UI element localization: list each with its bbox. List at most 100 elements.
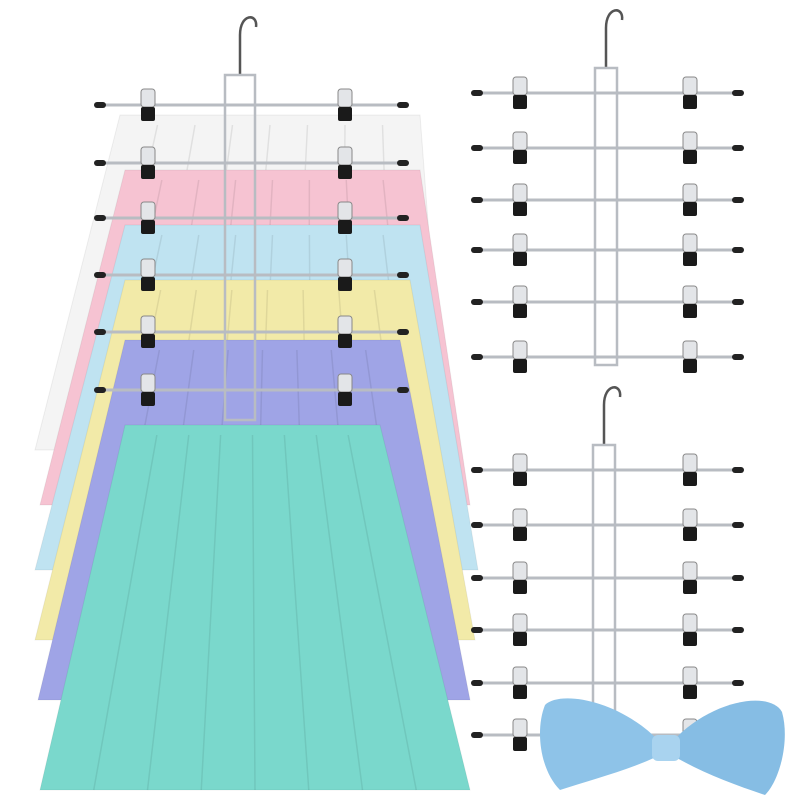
skirt-pleat (200, 434, 222, 791)
clip (140, 88, 156, 108)
bar-end-cap (94, 102, 106, 108)
clip (512, 76, 528, 96)
bar-end-cap (94, 329, 106, 335)
clip-grip (513, 202, 527, 216)
skirt-pleat (315, 434, 364, 791)
skirt-pleat (251, 434, 256, 791)
blue-hair-bow (540, 698, 785, 795)
clip-grip (683, 202, 697, 216)
clip-grip (513, 527, 527, 541)
bar-end-cap (732, 145, 744, 151)
clip (140, 315, 156, 335)
bar-end-cap (471, 354, 483, 360)
clip-grip (683, 527, 697, 541)
bar-end-cap (471, 145, 483, 151)
clip-grip (141, 334, 155, 348)
top-right-hanger (471, 9, 744, 373)
hook (238, 16, 258, 75)
bar-end-cap (732, 354, 744, 360)
bar-end-cap (732, 90, 744, 96)
clip (682, 561, 698, 581)
clip (512, 453, 528, 473)
skirt-pleat (283, 434, 310, 791)
clip (682, 233, 698, 253)
clip (140, 201, 156, 221)
skirt-pleat (347, 434, 417, 791)
clip (682, 453, 698, 473)
bar-end-cap (471, 627, 483, 633)
clip (337, 258, 353, 278)
clip-grip (683, 95, 697, 109)
bar-end-cap (471, 197, 483, 203)
hook (604, 9, 624, 68)
clip-grip (513, 685, 527, 699)
clip-grip (683, 150, 697, 164)
clip (140, 146, 156, 166)
clip-grip (683, 685, 697, 699)
clip-grip (513, 359, 527, 373)
clip (512, 508, 528, 528)
skirt-pleat (93, 434, 158, 791)
bar-end-cap (732, 575, 744, 581)
bar-end-cap (732, 680, 744, 686)
hanger-frame (593, 66, 619, 367)
clip (512, 613, 528, 633)
clip (337, 88, 353, 108)
hangers (94, 9, 744, 751)
bar-end-cap (397, 387, 409, 393)
clip-grip (513, 580, 527, 594)
clip (512, 561, 528, 581)
hook (602, 386, 622, 445)
clip-grip (683, 632, 697, 646)
clip-grip (513, 472, 527, 486)
bar-end-cap (732, 627, 744, 633)
clip-grip (683, 359, 697, 373)
clip-grip (513, 304, 527, 318)
bar-end-cap (397, 160, 409, 166)
bar-end-cap (471, 575, 483, 581)
clip-grip (338, 334, 352, 348)
clip (512, 183, 528, 203)
clip-grip (683, 304, 697, 318)
bar-end-cap (471, 680, 483, 686)
bar-end-cap (471, 299, 483, 305)
bar-end-cap (397, 215, 409, 221)
clip-grip (513, 95, 527, 109)
clip-grip (141, 392, 155, 406)
clip-grip (338, 107, 352, 121)
bar-end-cap (732, 299, 744, 305)
bar-end-cap (471, 732, 483, 738)
clip (140, 258, 156, 278)
clip (512, 233, 528, 253)
clip-grip (141, 220, 155, 234)
clip-grip (338, 165, 352, 179)
clip (682, 613, 698, 633)
bar-end-cap (397, 272, 409, 278)
clip (337, 201, 353, 221)
bar-end-cap (471, 467, 483, 473)
clip (140, 373, 156, 393)
bar-end-cap (471, 247, 483, 253)
bar-end-cap (471, 522, 483, 528)
clip (337, 373, 353, 393)
clip (682, 340, 698, 360)
clip (512, 131, 528, 151)
hanger-frame (223, 73, 257, 422)
clip-grip (141, 165, 155, 179)
bar-end-cap (94, 215, 106, 221)
clip-grip (513, 632, 527, 646)
bar-end-cap (397, 102, 409, 108)
clip-grip (683, 252, 697, 266)
clip-grip (683, 580, 697, 594)
clip (512, 718, 528, 738)
bar-end-cap (471, 90, 483, 96)
bar-end-cap (397, 329, 409, 335)
bar-end-cap (94, 387, 106, 393)
clip (682, 183, 698, 203)
clip-grip (513, 150, 527, 164)
clip (337, 315, 353, 335)
clip (512, 340, 528, 360)
clip-grip (683, 472, 697, 486)
clip (682, 666, 698, 686)
